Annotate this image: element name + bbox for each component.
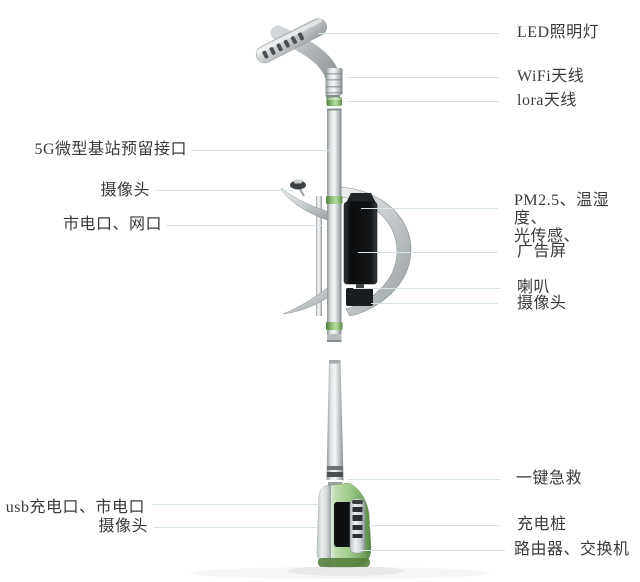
upper-pole xyxy=(327,108,342,185)
component-label-right-0: LED照明灯 xyxy=(517,24,600,41)
leader-line-right-5 xyxy=(353,288,500,289)
component-label-left-4: 摄像头 xyxy=(98,518,148,535)
leader-line-right-2 xyxy=(346,101,499,102)
leader-line-right-4 xyxy=(358,252,498,253)
component-label-left-0: 5G微型基站预留接口 xyxy=(34,141,187,158)
leader-line-left-1 xyxy=(156,190,293,191)
component-label-right-7: 一键急救 xyxy=(516,470,583,487)
component-label-right-8: 充电桩 xyxy=(517,516,567,533)
lora-antenna-ring xyxy=(326,97,342,106)
camera-unit xyxy=(290,179,306,197)
component-label-right-2: lora天线 xyxy=(517,92,577,109)
mid-pole xyxy=(326,184,343,342)
component-label-right-3: PM2.5、温湿度、 光传感、 xyxy=(514,192,610,245)
leader-line-right-7 xyxy=(348,479,500,480)
leader-line-right-0 xyxy=(318,33,499,34)
leader-line-right-9 xyxy=(356,550,505,551)
leader-line-right-8 xyxy=(369,525,500,526)
component-label-right-5: 喇叭 xyxy=(517,279,551,296)
leader-line-left-4 xyxy=(154,527,318,528)
speaker xyxy=(346,288,373,306)
leader-line-left-0 xyxy=(191,150,330,151)
leader-line-left-3 xyxy=(152,504,318,505)
component-label-left-3: usb充电口、市电口 xyxy=(5,499,145,516)
ad-screen xyxy=(343,193,378,289)
wing-frame xyxy=(280,186,412,317)
wifi-antenna xyxy=(325,68,343,95)
component-label-right-9: 路由器、交换机 xyxy=(514,541,630,558)
ground-shadow xyxy=(190,566,490,579)
leader-line-left-2 xyxy=(166,225,322,226)
component-label-right-4: 广告屏 xyxy=(517,243,567,260)
charging-gun xyxy=(349,498,366,554)
lower-pole xyxy=(326,360,344,480)
component-label-left-2: 市电口、网口 xyxy=(62,216,162,233)
leader-line-right-6 xyxy=(371,303,498,304)
leader-line-right-3 xyxy=(361,208,498,209)
component-label-right-1: WiFi天线 xyxy=(517,68,585,85)
led-lamp-head xyxy=(255,18,341,102)
leader-line-right-1 xyxy=(346,77,499,78)
component-label-left-1: 摄像头 xyxy=(100,182,150,199)
component-label-right-6: 摄像头 xyxy=(517,295,567,312)
